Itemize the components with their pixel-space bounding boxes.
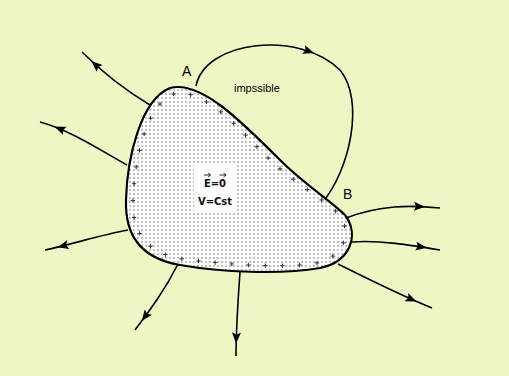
- arrowhead: [56, 240, 69, 251]
- text-line: E=0: [198, 173, 232, 191]
- field-line: [135, 264, 178, 330]
- arrowhead: [88, 58, 102, 72]
- plus-charge: [297, 263, 301, 267]
- point-label: B: [343, 186, 352, 202]
- field-line: [338, 264, 432, 308]
- point-label: A: [182, 63, 191, 79]
- plus-charge: [230, 262, 234, 266]
- plus-charge: [204, 100, 208, 104]
- plus-charge: [305, 187, 309, 191]
- arrowhead: [232, 332, 241, 343]
- plus-charge: [213, 260, 217, 264]
- plus-charge: [231, 121, 235, 125]
- plus-charge: [134, 165, 138, 169]
- vector-arrow: [204, 173, 211, 177]
- plus-charge: [180, 257, 184, 261]
- plus-charge: [171, 92, 175, 96]
- plus-charge: [163, 252, 167, 256]
- plus-charge: [243, 133, 247, 137]
- plus-charge: [333, 209, 337, 213]
- plus-charge: [148, 244, 152, 248]
- plus-charge: [132, 182, 136, 186]
- text-line: V=Cst: [198, 191, 232, 209]
- field-values: E=0V=Cst: [194, 165, 236, 211]
- vector-arrows: [202, 172, 228, 178]
- arrowhead: [302, 45, 315, 57]
- plus-charge: [132, 215, 136, 219]
- plus-charge: [319, 198, 323, 202]
- conductor-outline: [120, 80, 360, 280]
- field-line: [352, 242, 440, 250]
- field-line: [236, 272, 240, 356]
- plus-charge: [219, 110, 223, 114]
- plus-charge: [315, 261, 319, 265]
- plus-charge: [255, 145, 259, 149]
- plus-charge: [158, 102, 162, 106]
- arrowheads: [53, 45, 427, 343]
- field-value: V=Cst: [198, 195, 232, 208]
- arrowhead: [138, 309, 152, 323]
- plus-charge: [291, 177, 295, 181]
- plus-charge: [137, 231, 141, 235]
- arrowhead: [405, 293, 419, 306]
- note-label: impssible: [234, 82, 280, 94]
- plus-charge: [263, 263, 267, 267]
- surface-charges: [131, 92, 347, 268]
- field-value: E=0: [204, 177, 226, 190]
- plus-charge: [280, 263, 284, 267]
- vector-arrow: [219, 173, 226, 177]
- arrowhead: [415, 242, 427, 253]
- plus-charge: [148, 116, 152, 120]
- plus-charge: [188, 93, 192, 97]
- plus-charge: [341, 241, 345, 245]
- conductor-body: [126, 87, 352, 272]
- plus-charge: [278, 167, 282, 171]
- plus-charge: [342, 224, 346, 228]
- plus-charge: [131, 198, 135, 202]
- plus-charge: [246, 263, 250, 267]
- field-line: [40, 122, 127, 165]
- field-line: [82, 52, 150, 105]
- plus-charge: [266, 156, 270, 160]
- conductor: E=0V=Cst: [120, 80, 360, 280]
- field-line: [346, 206, 440, 218]
- plus-charge: [331, 254, 335, 258]
- plus-charge: [142, 132, 146, 136]
- arrowhead: [53, 123, 67, 136]
- plus-charge: [196, 259, 200, 263]
- arrowhead: [414, 202, 425, 211]
- plus-charge: [137, 148, 141, 152]
- field-line: [45, 230, 128, 250]
